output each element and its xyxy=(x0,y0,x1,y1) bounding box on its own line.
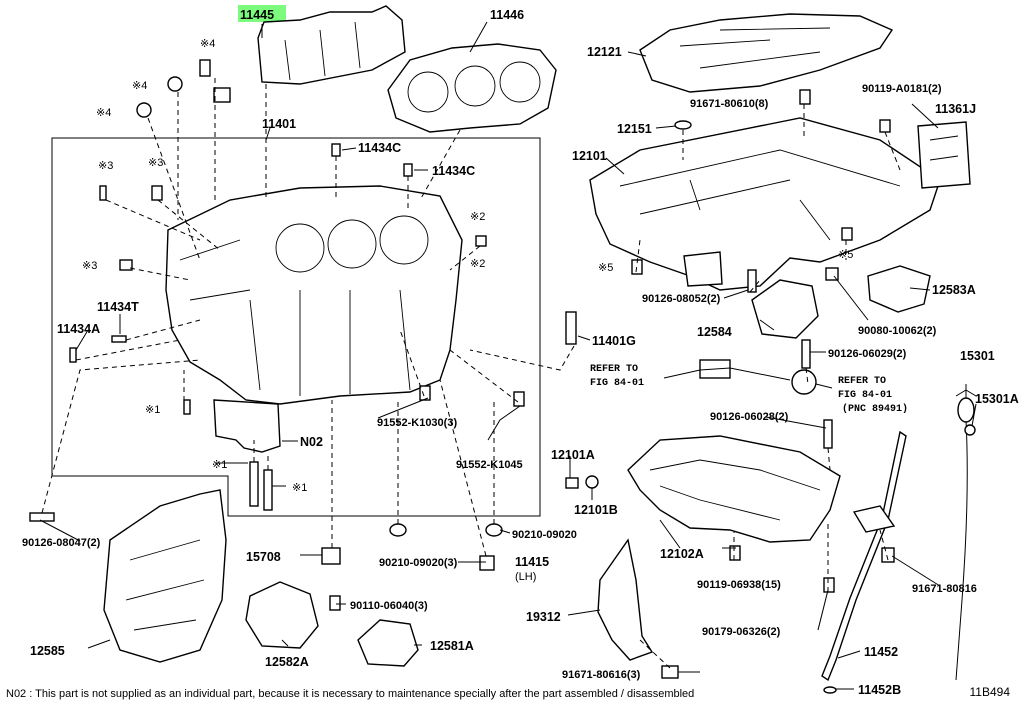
label-91552-K1045[interactable]: 91552-K1045 xyxy=(456,459,523,471)
label-90126-08052[interactable]: 90126-08052(2) xyxy=(642,293,721,305)
part-N02-bearing-cap xyxy=(213,399,281,453)
label-12121[interactable]: 12121 xyxy=(587,45,622,59)
part-12121-baffle xyxy=(639,13,894,93)
refer-right-line3: (PNC 89491) xyxy=(842,403,908,415)
label-11401[interactable]: 11401 xyxy=(262,117,296,131)
refer-blocks: REFER TO FIG 84-01 REFER TO FIG 84-01 (P… xyxy=(590,364,908,415)
part-19312-plate xyxy=(597,538,654,661)
part-11446-gasket xyxy=(387,43,557,133)
refer-right-line1[interactable]: REFER TO xyxy=(838,376,886,387)
part-12101-oil-pan-upper xyxy=(589,117,941,291)
label-12582A[interactable]: 12582A xyxy=(265,655,309,669)
label-11434C-mid[interactable]: 11434C xyxy=(432,164,475,178)
dashed-leaders xyxy=(41,78,901,669)
label-90126-08047[interactable]: 90126-08047(2) xyxy=(22,537,101,549)
label-90210-09020-3[interactable]: 90210-09020(3) xyxy=(379,557,458,569)
refer-right-line2[interactable]: FIG 84-01 xyxy=(838,390,892,401)
label-91671-80816[interactable]: 91671-80816 xyxy=(912,583,977,595)
part-12581A xyxy=(357,619,419,667)
note-x1-lower: ※1 xyxy=(212,459,227,471)
label-12583A[interactable]: 12583A xyxy=(932,283,976,297)
part-11361J-plate xyxy=(917,121,971,189)
part-11452-guide xyxy=(821,430,907,682)
label-90210-09020[interactable]: 90210-09020 xyxy=(512,529,577,541)
label-11452B[interactable]: 11452B xyxy=(858,683,901,697)
label-N02[interactable]: N02 xyxy=(300,435,323,449)
label-15708[interactable]: 15708 xyxy=(246,550,281,564)
note-markers: ※4 ※4 ※4 ※3 ※3 ※3 ※2 ※2 ※1 ※1 ※1 ※5 ※5 xyxy=(82,38,853,494)
label-90179-06326[interactable]: 90179-06326(2) xyxy=(702,626,781,638)
label-11434C-top[interactable]: 11434C xyxy=(358,141,401,155)
fasteners xyxy=(29,59,976,694)
label-91671-80616[interactable]: 91671-80616(3) xyxy=(562,669,641,681)
solid-leaders xyxy=(39,21,977,690)
label-11445[interactable]: 11445 xyxy=(240,8,274,22)
label-90110-06040[interactable]: 90110-06040(3) xyxy=(350,600,428,612)
label-12102A[interactable]: 12102A xyxy=(660,547,704,561)
note-x2-low: ※2 xyxy=(470,258,485,270)
part-12583A xyxy=(867,265,931,313)
refer-left-line1[interactable]: REFER TO xyxy=(590,364,638,375)
refer-left-line2[interactable]: FIG 84-01 xyxy=(590,378,644,389)
note-x3-low: ※3 xyxy=(82,260,97,272)
label-11401G[interactable]: 11401G xyxy=(592,334,636,348)
label-90126-06028[interactable]: 90126-06028(2) xyxy=(710,411,789,423)
note-x4-top: ※4 xyxy=(200,38,215,50)
label-90126-06029[interactable]: 90126-06029(2) xyxy=(828,348,907,360)
label-91552-K1030[interactable]: 91552-K1030(3) xyxy=(377,417,457,429)
note-x1-right: ※1 xyxy=(292,482,307,494)
label-12101B[interactable]: 12101B xyxy=(574,503,618,517)
footer-note: N02 : This part is not supplied as an in… xyxy=(6,688,695,700)
label-15301A[interactable]: 15301A xyxy=(975,392,1019,406)
label-90119-06938[interactable]: 90119-06938(15) xyxy=(697,579,781,591)
note-x3-mid: ※3 xyxy=(148,157,163,169)
note-x4-low: ※4 xyxy=(96,107,111,119)
label-12101A[interactable]: 12101A xyxy=(551,448,595,462)
note-x5-left: ※5 xyxy=(598,262,613,274)
label-11415[interactable]: 11415 xyxy=(515,555,549,569)
label-11452[interactable]: 11452 xyxy=(864,645,898,659)
label-11446[interactable]: 11446 xyxy=(490,8,524,22)
part-12585-insulator xyxy=(103,489,227,663)
part-15301-dipstick xyxy=(955,419,968,681)
label-11434A[interactable]: 11434A xyxy=(57,322,100,336)
label-15301[interactable]: 15301 xyxy=(960,349,995,363)
label-11415-lh: (LH) xyxy=(515,571,536,583)
highlight-11445 xyxy=(238,5,286,22)
label-11361J[interactable]: 11361J xyxy=(935,102,976,116)
note-x4-mid: ※4 xyxy=(132,80,147,92)
part-12102A-lower-pan xyxy=(627,435,841,543)
note-x3-left: ※3 xyxy=(98,160,113,172)
diagram-code: 11B494 xyxy=(969,685,1010,699)
label-90119-A0181[interactable]: 90119-A0181(2) xyxy=(862,83,942,95)
part-12584 xyxy=(751,279,819,339)
label-12581A[interactable]: 12581A xyxy=(430,639,474,653)
part-11401-engine-block xyxy=(165,185,463,405)
note-x2-top: ※2 xyxy=(470,211,485,223)
note-x5-right: ※5 xyxy=(838,249,853,261)
label-91671-80610[interactable]: 91671-80610(8) xyxy=(690,98,769,110)
label-12101[interactable]: 12101 xyxy=(572,149,607,163)
part-12582A xyxy=(245,581,319,649)
part-11445-cover xyxy=(257,5,406,85)
label-11434T[interactable]: 11434T xyxy=(97,300,139,314)
label-12584[interactable]: 12584 xyxy=(697,325,732,339)
label-19312[interactable]: 19312 xyxy=(526,610,561,624)
note-x1-left: ※1 xyxy=(145,404,160,416)
label-90080-10062[interactable]: 90080-10062(2) xyxy=(858,325,937,337)
label-12151[interactable]: 12151 xyxy=(617,122,652,136)
part-labels: 11445 11446 12121 91671-80610(8) 90119-A… xyxy=(22,8,1019,697)
label-12585[interactable]: 12585 xyxy=(30,644,65,658)
